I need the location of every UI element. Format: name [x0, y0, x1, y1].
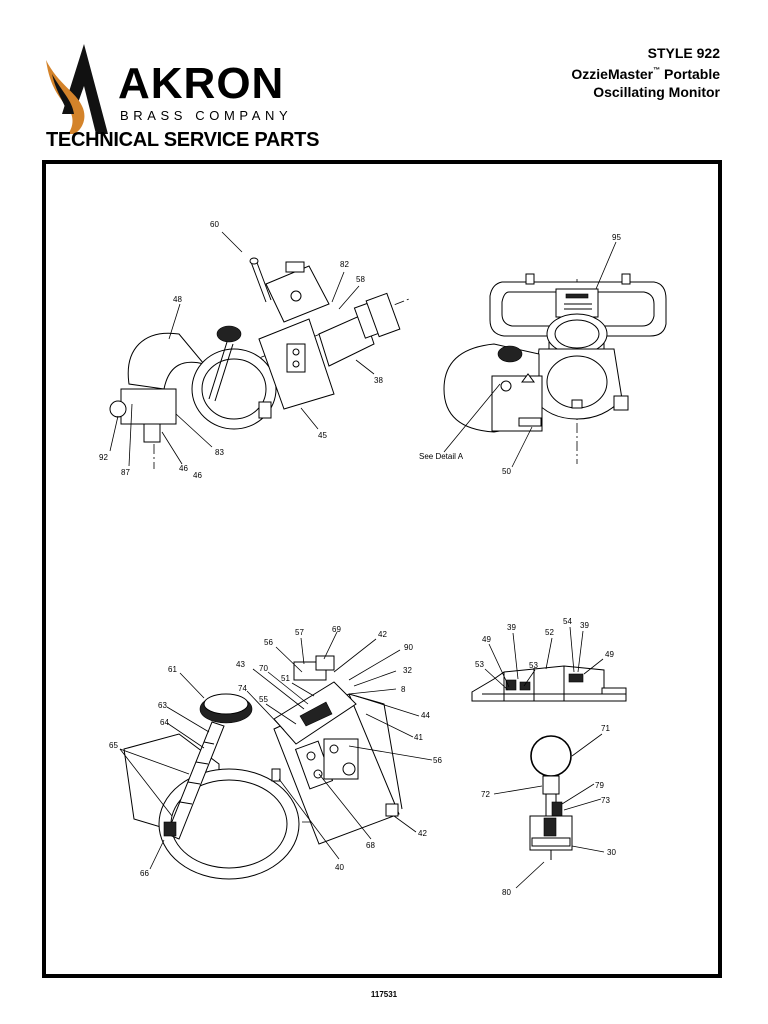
callout-61: 61: [168, 665, 177, 674]
brand-name: AKRON: [118, 59, 285, 108]
callout-58: 58: [356, 275, 365, 284]
seal-detail-leaders: [484, 626, 604, 691]
callout-43: 43: [236, 660, 245, 669]
callout-46: 46: [179, 464, 188, 473]
pin-detail-drawing: [529, 735, 573, 860]
callout-51: 51: [281, 674, 290, 683]
callout-66: 66: [140, 869, 149, 878]
callout-see-detail-a: See Detail A: [419, 452, 464, 461]
side-view-drawing: [109, 257, 410, 469]
callout-90: 90: [404, 643, 413, 652]
section-title: TECHNICAL SERVICE PARTS: [46, 129, 320, 151]
callout-30: 30: [607, 848, 616, 857]
callout-41: 41: [414, 733, 423, 742]
callout-54: 54: [563, 617, 572, 626]
callout-74: 74: [238, 684, 247, 693]
callout-53: 53: [529, 661, 538, 670]
callout-49: 49: [605, 650, 614, 659]
parts-diagram-frame: 60 82 58 48 38 92 87 46 46 83 45: [42, 160, 722, 978]
callout-56-b: 56: [433, 756, 442, 765]
callout-68: 68: [366, 841, 375, 850]
pin-detail-leaders: [493, 733, 605, 889]
callout-57: 57: [295, 628, 304, 637]
callout-46-b: 46: [193, 471, 202, 480]
akron-logo-icon: [46, 44, 108, 134]
callout-80: 80: [502, 888, 511, 897]
callout-48: 48: [173, 295, 182, 304]
callout-87: 87: [121, 468, 130, 477]
callout-82: 82: [340, 260, 349, 269]
product-title-block: STYLE 922 OzzieMaster™ Portable Oscillat…: [571, 44, 720, 101]
cutaway-view-drawing: [123, 655, 403, 880]
callout-42: 42: [378, 630, 387, 639]
callout-79: 79: [595, 781, 604, 790]
top-view-leaders: [443, 241, 617, 468]
parts-diagram: 60 82 58 48 38 92 87 46 46 83 45: [99, 220, 667, 897]
callout-53-b: 53: [475, 660, 484, 669]
callout-63: 63: [158, 701, 167, 710]
callout-45: 45: [318, 431, 327, 440]
product-style: STYLE 922: [647, 45, 720, 61]
document-number: 117531: [370, 990, 398, 999]
seal-detail-drawing: [471, 665, 627, 702]
callout-92: 92: [99, 453, 108, 462]
callout-60: 60: [210, 220, 219, 229]
side-view-leaders: [109, 231, 375, 467]
callout-42-b: 42: [418, 829, 427, 838]
product-name: OzzieMaster™ Portable: [571, 66, 720, 82]
callout-83: 83: [215, 448, 224, 457]
callout-69: 69: [332, 625, 341, 634]
callout-70: 70: [259, 664, 268, 673]
callout-32: 32: [403, 666, 412, 675]
callout-72: 72: [481, 790, 490, 799]
callout-39: 39: [507, 623, 516, 632]
callout-39-b: 39: [580, 621, 589, 630]
product-type: Oscillating Monitor: [593, 84, 720, 100]
callout-52: 52: [545, 628, 554, 637]
callout-95: 95: [612, 233, 621, 242]
brand-subtitle: BRASS COMPANY: [120, 108, 293, 123]
callout-64: 64: [160, 718, 169, 727]
top-view-drawing: [443, 273, 667, 464]
callout-65: 65: [109, 741, 118, 750]
callout-56: 56: [264, 638, 273, 647]
callout-73: 73: [601, 796, 610, 805]
callout-40: 40: [335, 863, 344, 872]
callout-55: 55: [259, 695, 268, 704]
callout-71: 71: [601, 724, 610, 733]
callout-38: 38: [374, 376, 383, 385]
cutaway-view-leaders: [119, 631, 433, 870]
callout-49-b: 49: [482, 635, 491, 644]
callout-44: 44: [421, 711, 430, 720]
callout-8: 8: [401, 685, 406, 694]
callout-50: 50: [502, 467, 511, 476]
